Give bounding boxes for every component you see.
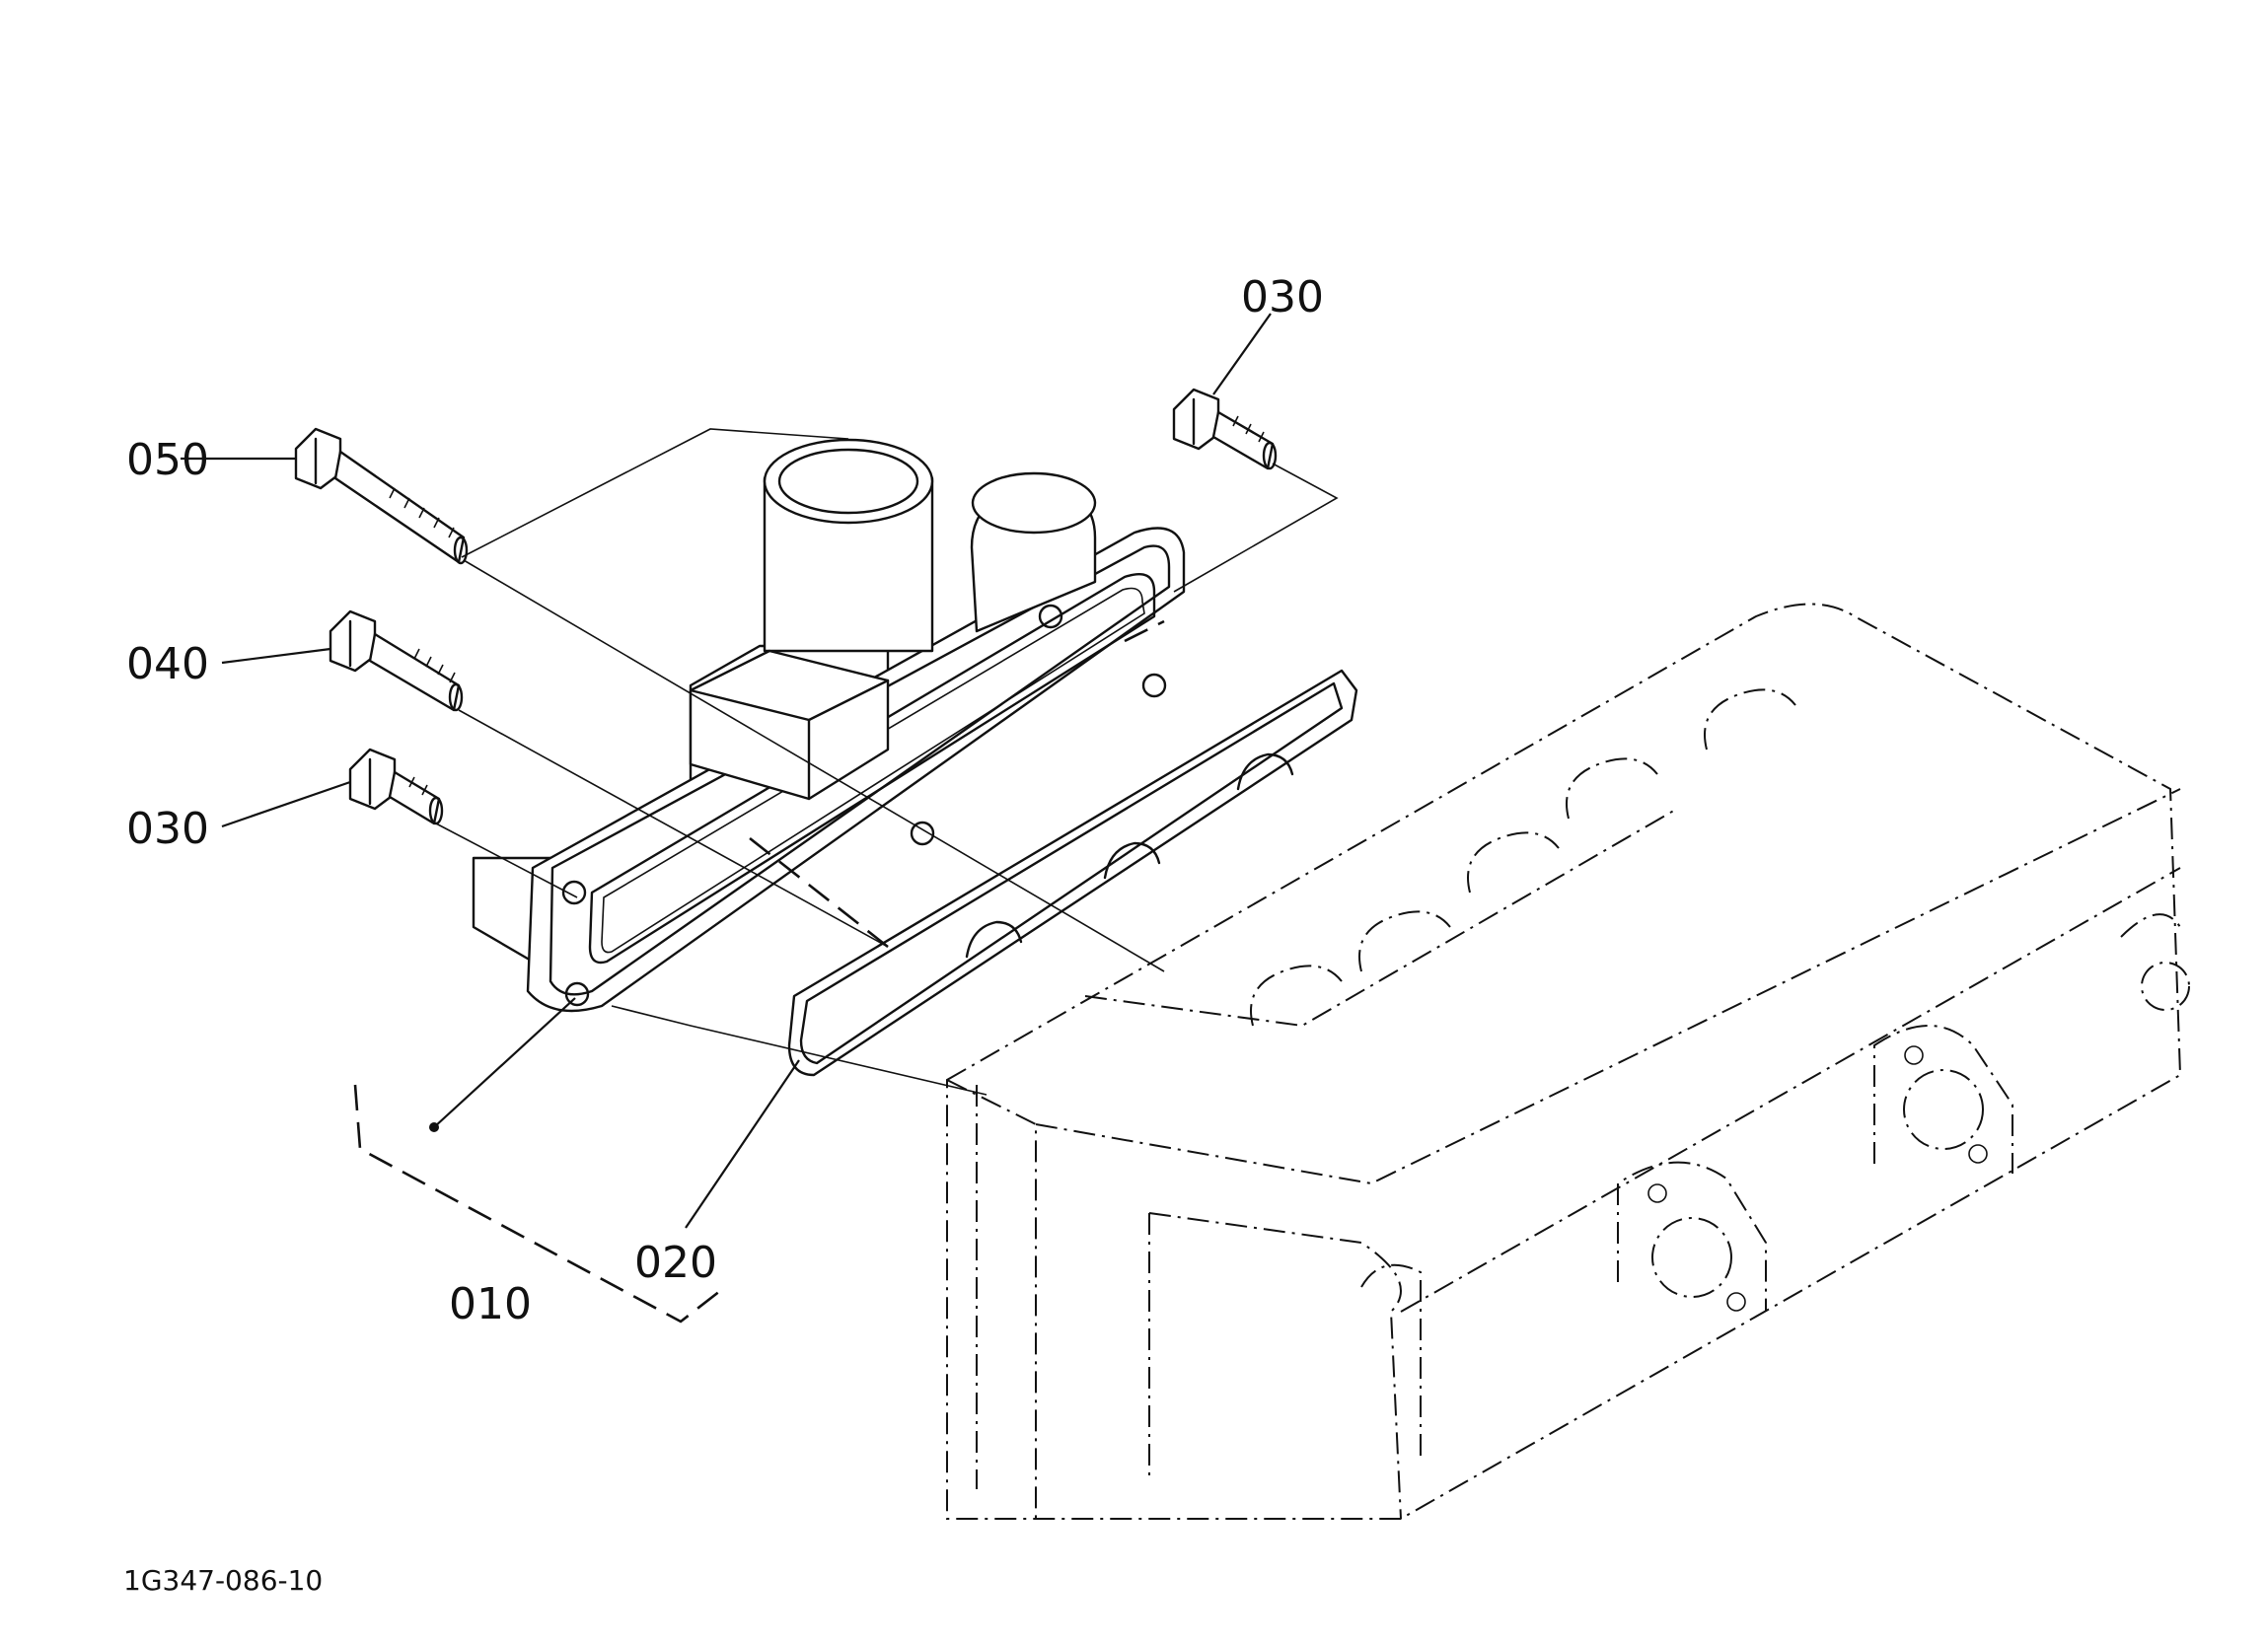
bolt-040 [329, 609, 464, 712]
leader-lines [181, 313, 1272, 1324]
bolt-030-top [1172, 388, 1278, 470]
callout-040: 040 [126, 639, 209, 689]
alignment-lines [435, 428, 1339, 1096]
bolt-030-left [348, 748, 444, 825]
figure-code: 1G347-086-10 [123, 1564, 323, 1597]
callout-030-left: 030 [126, 804, 209, 854]
callout-050: 050 [126, 435, 209, 485]
water-flange-assembly-010 [472, 438, 1186, 1013]
bolt-050 [294, 427, 469, 565]
callout-030-top: 030 [1241, 272, 1324, 322]
callout-020: 020 [634, 1238, 717, 1288]
callout-010: 010 [449, 1279, 532, 1329]
cylinder-head [946, 603, 2190, 1520]
